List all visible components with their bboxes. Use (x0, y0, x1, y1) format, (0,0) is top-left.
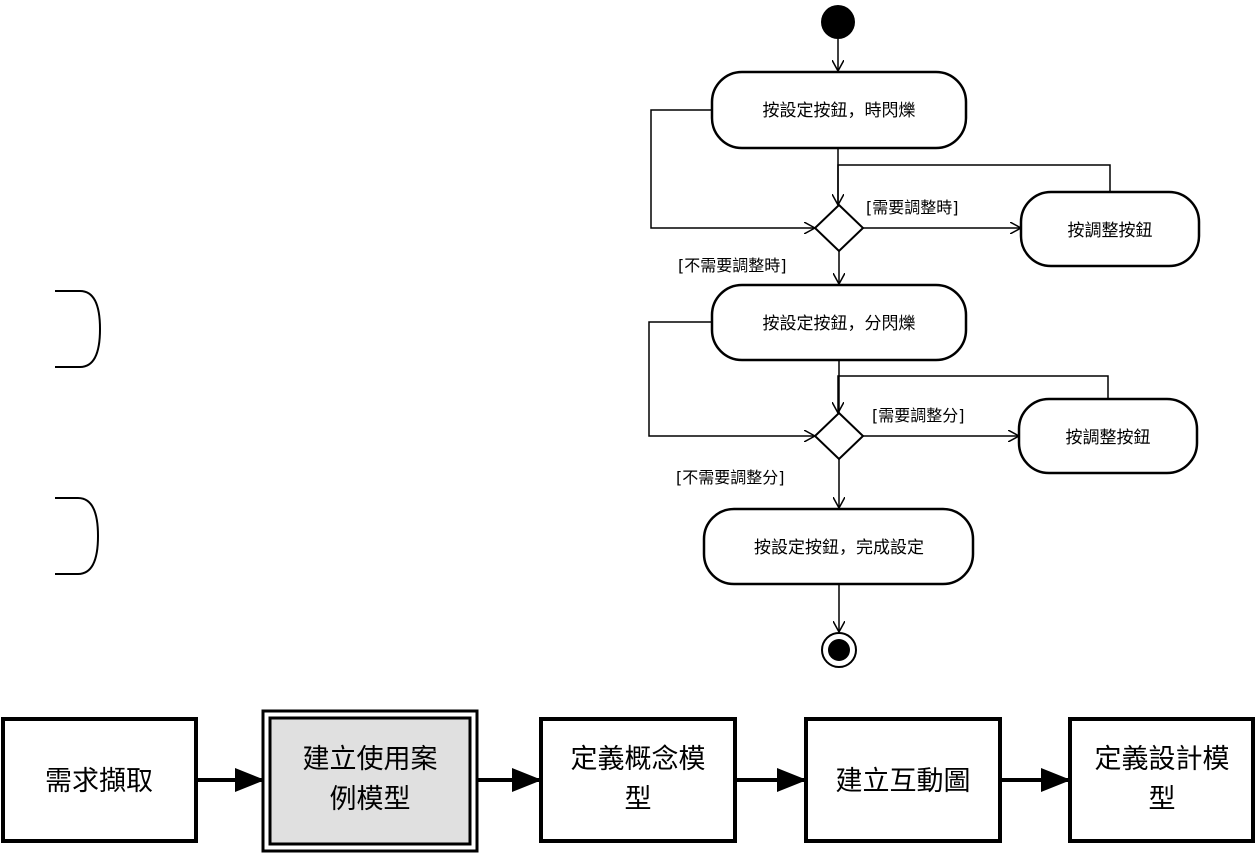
guard-adjust-hour: [需要調整時] (866, 198, 959, 217)
process-step-concept-model-label-1: 定義概念模 (571, 744, 706, 775)
process-step-interaction (804, 717, 1002, 843)
action-set-hour-label: 按設定按鈕，時閃爍 (763, 101, 916, 121)
guard-no-adjust-minute: [不需要調整分] (676, 468, 785, 487)
action-finish-label: 按設定按鈕，完成設定 (754, 538, 924, 558)
process-step-interaction-label: 建立互動圖 (836, 766, 971, 797)
process-step-use-case-label-2: 例模型 (330, 784, 411, 815)
action-adjust-hour-label: 按調整按鈕 (1068, 221, 1153, 241)
flow-edge (650, 109, 815, 228)
process-step-design-model-label-1: 定義設計模 (1095, 744, 1230, 775)
action-set-minute-label: 按設定按鈕，分閃爍 (763, 314, 916, 334)
initial-node (821, 5, 855, 39)
action-adjust-minute-label: 按調整按鈕 (1066, 428, 1151, 448)
process-step-use-case-label-1: 建立使用案 (303, 744, 438, 775)
process-step-design-model (1068, 717, 1255, 843)
decision-minute (813, 411, 865, 461)
flow-edge (838, 375, 1109, 413)
process-step-design-model-label-2: 型 (1149, 784, 1176, 815)
process-step-concept-model-label-2: 型 (625, 784, 652, 815)
partial-action-node (55, 290, 102, 368)
guard-no-adjust-hour: [不需要調整時] (678, 256, 787, 275)
flow-edge (648, 321, 815, 436)
partial-action-node (55, 497, 100, 575)
guard-adjust-minute: [需要調整分] (872, 406, 965, 425)
final-node-core (828, 639, 850, 661)
process-step-use-case (268, 716, 472, 846)
flow-edge (838, 164, 1111, 205)
decision-hour (813, 203, 865, 253)
process-step-concept-model (539, 717, 737, 843)
process-step-requirements-label: 需求擷取 (45, 766, 153, 797)
